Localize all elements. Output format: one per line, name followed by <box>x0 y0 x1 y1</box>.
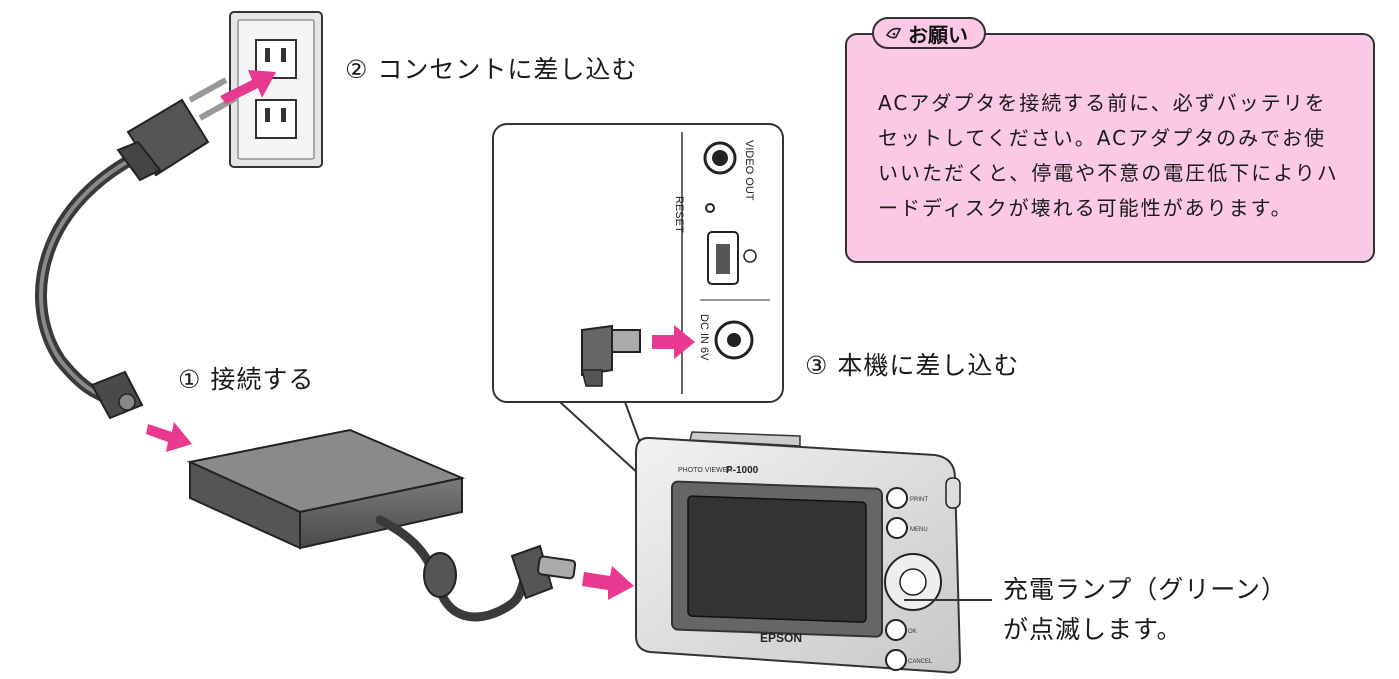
port-closeup <box>492 123 784 477</box>
notice-box <box>845 33 1375 263</box>
notice-text: ACアダプタを接続する前に、必ずバッテリをセットしてください。ACアダプタのみで… <box>878 91 1339 220</box>
notice-title-tab: お願い <box>872 17 986 49</box>
button-menu-label: MENU <box>910 527 928 533</box>
step-2-label: ② コンセントに差し込む <box>345 55 638 84</box>
arrow-to-device <box>582 566 634 600</box>
power-plug <box>116 77 238 182</box>
button-print-label: PRINT <box>910 497 928 503</box>
arrow-to-outlet <box>220 70 276 104</box>
arrow-to-dc-in <box>652 325 695 359</box>
model-name: P-1000 <box>726 465 759 476</box>
lamp-line-1: 充電ランプ（グリーン） <box>1003 575 1288 604</box>
notice-title: お願い <box>908 22 968 47</box>
reset-label: RESET <box>673 196 685 233</box>
wall-outlet <box>229 11 323 168</box>
dc-plug <box>510 544 577 600</box>
model-prefix: PHOTO VIEWER <box>678 467 732 474</box>
pen-icon <box>885 27 902 39</box>
photo-viewer-device <box>635 431 962 674</box>
button-ok-label: OK <box>908 629 917 635</box>
button-cancel-label: CANCEL <box>908 659 933 665</box>
dc-cord <box>375 515 535 622</box>
dc-in-label: DC IN 6V <box>698 314 710 361</box>
cord-connector <box>90 370 144 420</box>
lamp-line-2: が点滅します。 <box>1003 615 1183 644</box>
charge-lamp-callout: 充電ランプ（グリーン） が点滅します。 <box>1003 570 1287 650</box>
video-out-label: VIDEO OUT <box>743 140 755 201</box>
step-1-label: ① 接続する <box>178 365 315 394</box>
brand-logo: EPSON <box>760 631 802 645</box>
ac-adapter <box>186 428 466 550</box>
arrow-to-adapter <box>146 422 192 452</box>
step-3-label: ③ 本機に差し込む <box>805 351 1020 380</box>
power-cord <box>35 144 156 406</box>
